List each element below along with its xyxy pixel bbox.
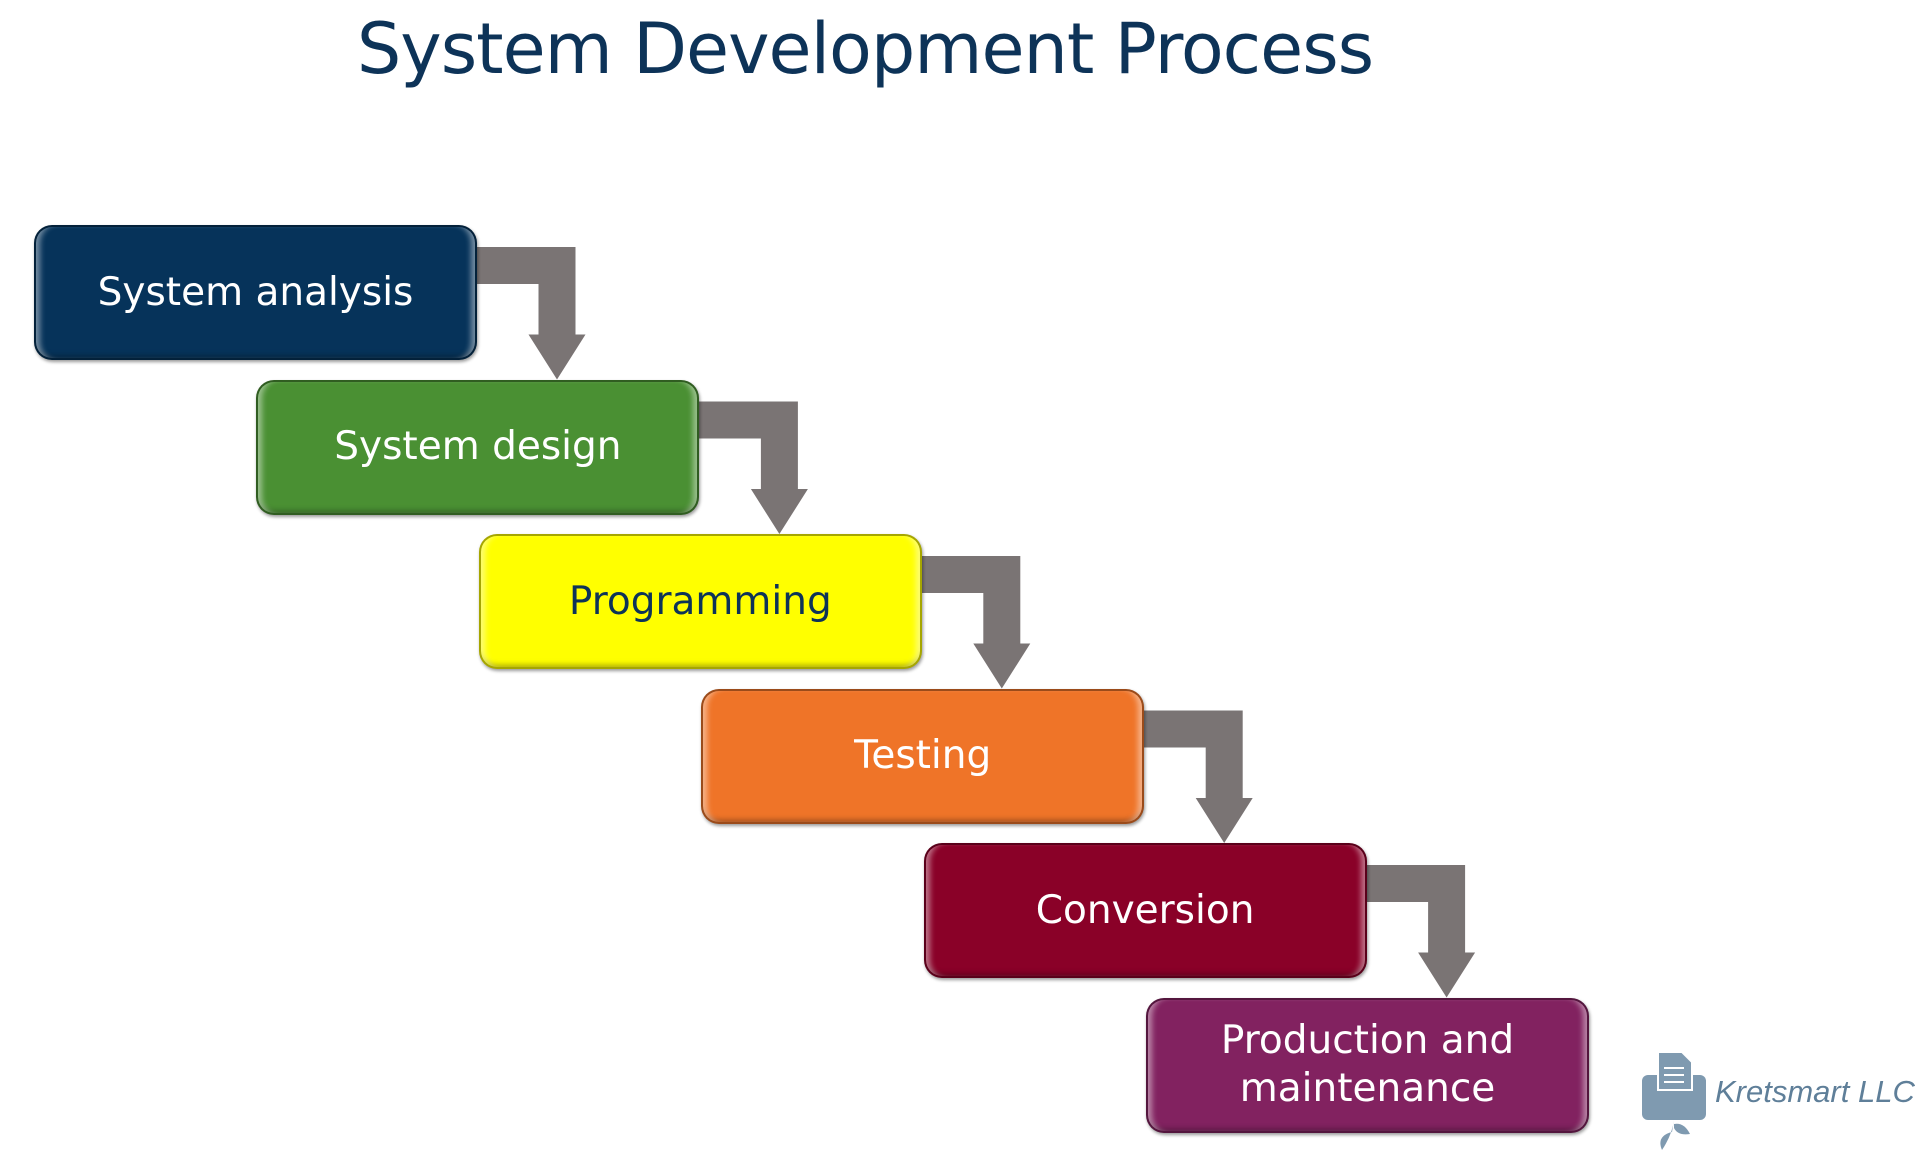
- flow-arrow: [917, 556, 1031, 689]
- flow-arrow: [473, 247, 586, 380]
- process-step: Programming: [478, 534, 922, 669]
- company-logo: Kretsmart LLC: [1640, 1050, 1920, 1155]
- process-step: System design: [256, 379, 700, 515]
- process-step: Production and maintenance: [1146, 997, 1589, 1133]
- process-step: Testing: [701, 688, 1145, 824]
- flow-arrow: [695, 401, 808, 534]
- flow-arrow: [1140, 710, 1253, 843]
- printer-plant-icon: [1642, 1051, 1706, 1150]
- process-step: System analysis: [34, 225, 477, 360]
- diagram-title: System Development Process: [356, 8, 1374, 90]
- process-step: Conversion: [923, 843, 1367, 978]
- company-name: Kretsmart LLC: [1715, 1074, 1915, 1109]
- flow-arrow: [1362, 865, 1476, 998]
